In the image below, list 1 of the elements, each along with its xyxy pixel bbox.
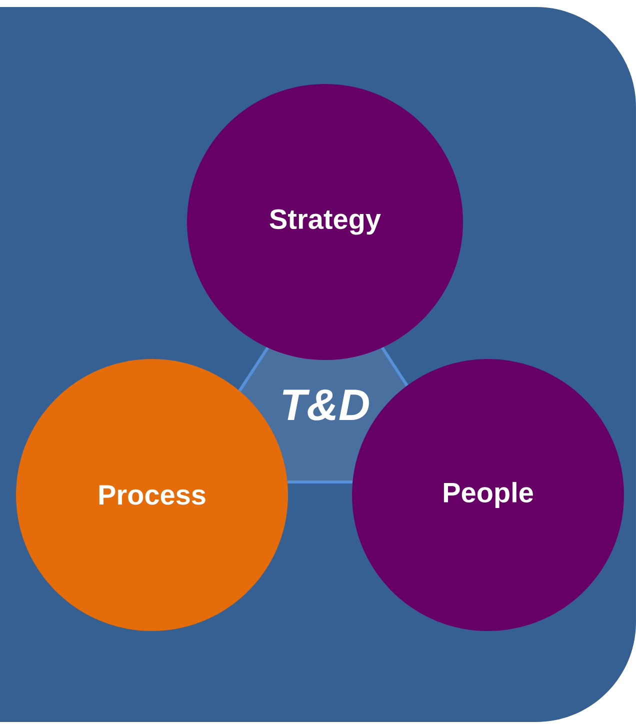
- triangle: T&D: [238, 346, 409, 484]
